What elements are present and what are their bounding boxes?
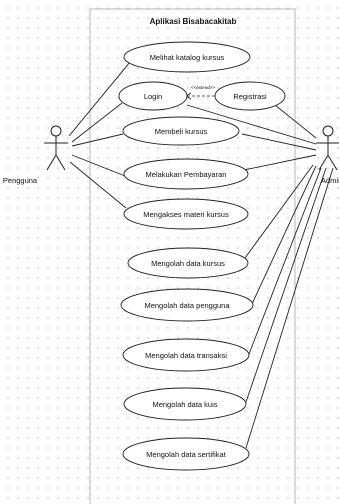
svg-text:Mengolah data pengguna: Mengolah data pengguna bbox=[144, 301, 230, 310]
assoc-pengguna-materi bbox=[69, 161, 127, 209]
pengguna-associations bbox=[68, 55, 136, 209]
actor-pengguna-label: Pengguna bbox=[3, 176, 38, 185]
assoc-admin-pembayaran bbox=[243, 154, 317, 171]
actor-admin-label: Admin bbox=[321, 176, 339, 185]
assoc-admin-membeli bbox=[241, 133, 317, 151]
extend-label: <<extend>> bbox=[191, 85, 215, 90]
actor-pengguna-head bbox=[50, 125, 62, 137]
svg-text:Mengakses materi kursus: Mengakses materi kursus bbox=[143, 210, 229, 219]
actor-admin bbox=[316, 125, 339, 171]
system-title: Aplikasi Bisabacakitab bbox=[150, 17, 237, 26]
admin-associations bbox=[186, 83, 334, 449]
assoc-admin-pengguna bbox=[251, 165, 317, 305]
actor-pengguna bbox=[44, 125, 68, 171]
assoc-admin-login bbox=[186, 104, 317, 145]
assoc-admin-transaksi bbox=[248, 167, 322, 355]
assoc-pengguna-membeli bbox=[71, 133, 124, 147]
use-case-login: Login bbox=[118, 81, 188, 111]
svg-text:Melihat katalog kursus: Melihat katalog kursus bbox=[150, 53, 225, 62]
svg-text:Mengolah data transaksi: Mengolah data transaksi bbox=[145, 351, 227, 360]
svg-text:Registrasi: Registrasi bbox=[233, 92, 267, 101]
svg-text:Login: Login bbox=[144, 92, 162, 101]
assoc-pengguna-pembayaran bbox=[71, 154, 126, 177]
use-case-melihat-katalog: Melihat katalog kursus bbox=[123, 41, 251, 73]
use-case-mengolah-kursus: Mengolah data kursus bbox=[127, 247, 249, 279]
assoc-admin-kursus bbox=[244, 164, 314, 259]
svg-text:Mengolah data sertifikat: Mengolah data sertifikat bbox=[146, 450, 227, 459]
use-case-membeli-kursus: Membeli kursus bbox=[122, 116, 240, 146]
svg-text:Mengolah data kuis: Mengolah data kuis bbox=[152, 400, 217, 409]
assoc-admin-sertifikat bbox=[245, 167, 334, 449]
svg-text:Mengolah data kursus: Mengolah data kursus bbox=[151, 259, 225, 268]
use-case-mengolah-kuis: Mengolah data kuis bbox=[123, 387, 247, 421]
use-case-mengakses-materi: Mengakses materi kursus bbox=[123, 198, 249, 230]
assoc-admin-kuis bbox=[245, 167, 327, 403]
svg-text:Melakukan Pembayaran: Melakukan Pembayaran bbox=[146, 170, 227, 179]
use-case-mengolah-pengguna: Mengolah data pengguna bbox=[120, 288, 254, 322]
use-case-registrasi: Registrasi bbox=[214, 81, 286, 111]
actor-admin-head bbox=[322, 125, 334, 137]
use-case-mengolah-sertifikat: Mengolah data sertifikat bbox=[122, 437, 250, 471]
svg-text:Membeli kursus: Membeli kursus bbox=[155, 127, 208, 136]
use-case-mengolah-transaksi: Mengolah data transaksi bbox=[122, 338, 250, 372]
assoc-pengguna-login bbox=[71, 102, 123, 143]
use-case-melakukan-pembayaran: Melakukan Pembayaran bbox=[123, 158, 249, 190]
assoc-pengguna-katalog bbox=[68, 55, 136, 137]
